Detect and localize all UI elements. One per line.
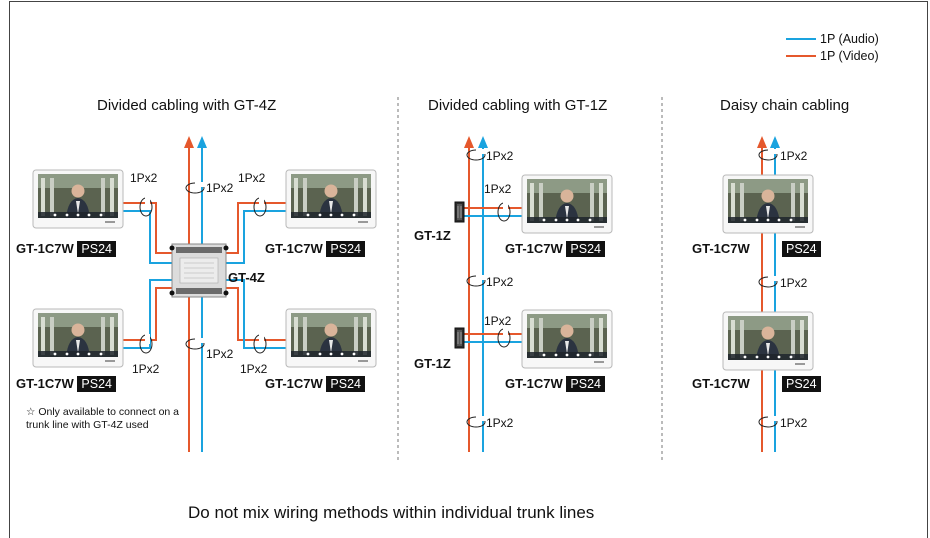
- monitor-caption: GT-1C7W PS24: [16, 376, 117, 392]
- legend-swatch-audio: [786, 38, 816, 40]
- footer-note: Do not mix wiring methods within individ…: [188, 503, 595, 522]
- power-badge: PS24: [77, 241, 117, 257]
- monitor-icon: [32, 308, 124, 368]
- cable-label: 1Px2: [486, 275, 514, 289]
- monitor-icon: [521, 174, 613, 234]
- cable-label: 1Px2: [130, 171, 158, 185]
- power-badge: PS24: [566, 241, 606, 257]
- legend-item-audio: 1P (Audio): [786, 32, 879, 46]
- cable-label: 1Px2: [132, 362, 160, 376]
- power-badge: PS24: [782, 376, 821, 392]
- monitor-model: GT-1C7W: [265, 376, 323, 391]
- legend-swatch-video: [786, 55, 816, 57]
- twist-icon: [139, 196, 153, 217]
- cable-label: 1Px2: [486, 149, 514, 163]
- monitor-icon: [722, 311, 814, 371]
- monitor-icon: [722, 174, 814, 234]
- legend-item-video: 1P (Video): [786, 49, 879, 63]
- cable-label: 1Px2: [238, 171, 266, 185]
- legend-label-video: 1P (Video): [820, 49, 879, 63]
- section-title-gt1z: Divided cabling with GT-1Z: [428, 97, 608, 114]
- cable-label: 1Px2: [484, 314, 512, 328]
- cable-label: 1Px2: [206, 181, 234, 195]
- cable-label: 1Px2: [240, 362, 268, 376]
- monitor-caption: GT-1C7W PS24: [505, 241, 606, 257]
- monitor-icon: [32, 169, 124, 229]
- power-badge: PS24: [326, 376, 366, 392]
- hub-label-gt4z: GT-4Z: [228, 270, 265, 285]
- cable-label: 1Px2: [780, 149, 808, 163]
- monitor-icon: [285, 308, 377, 368]
- cable-label: 1Px2: [484, 182, 512, 196]
- monitor-model: GT-1C7W: [16, 376, 74, 391]
- monitor-model: GT-1C7W: [265, 241, 323, 256]
- monitor-model: GT-1C7W: [16, 241, 74, 256]
- cable-label: 1Px2: [206, 347, 234, 361]
- monitor-caption: GT-1C7W PS24: [505, 376, 606, 392]
- twist-icon: [497, 327, 511, 348]
- monitor-model: GT-1C7W: [505, 241, 563, 256]
- monitor-model: GT-1C7W: [692, 241, 750, 256]
- gt4z-hub-icon: [169, 243, 229, 298]
- monitor-model: GT-1C7W: [505, 376, 563, 391]
- power-badge-wrap: PS24: [782, 376, 821, 392]
- power-badge-wrap: PS24: [782, 241, 821, 257]
- power-badge: PS24: [77, 376, 117, 392]
- twist-icon: [253, 333, 267, 354]
- twist-icon: [253, 196, 267, 217]
- availability-note: ☆ Only available to connect on a trunk l…: [26, 406, 180, 431]
- section-title-daisy: Daisy chain cabling: [720, 97, 850, 114]
- gt1z-adapter-icon: [454, 327, 465, 349]
- adapter-label-gt1z: GT-1Z: [414, 356, 451, 371]
- power-badge: PS24: [326, 241, 366, 257]
- monitor-caption: GT-1C7W PS24: [16, 241, 117, 257]
- cable-label: 1Px2: [780, 276, 808, 290]
- monitor-caption: GT-1C7W PS24: [265, 241, 366, 257]
- cable-label: 1Px2: [486, 416, 514, 430]
- adapter-label-gt1z: GT-1Z: [414, 228, 451, 243]
- cable-label: 1Px2: [780, 416, 808, 430]
- monitor-caption: GT-1C7W PS24: [265, 376, 366, 392]
- monitor-icon: [521, 309, 613, 369]
- section-title-gt4z: Divided cabling with GT-4Z: [97, 97, 277, 114]
- monitor-icon: [285, 169, 377, 229]
- legend-label-audio: 1P (Audio): [820, 32, 879, 46]
- monitor-model: GT-1C7W: [692, 376, 750, 391]
- arrow-heads: [184, 136, 780, 148]
- power-badge: PS24: [782, 241, 821, 257]
- twist-icon: [497, 201, 511, 222]
- gt1z-adapter-icon: [454, 201, 465, 223]
- power-badge: PS24: [566, 376, 606, 392]
